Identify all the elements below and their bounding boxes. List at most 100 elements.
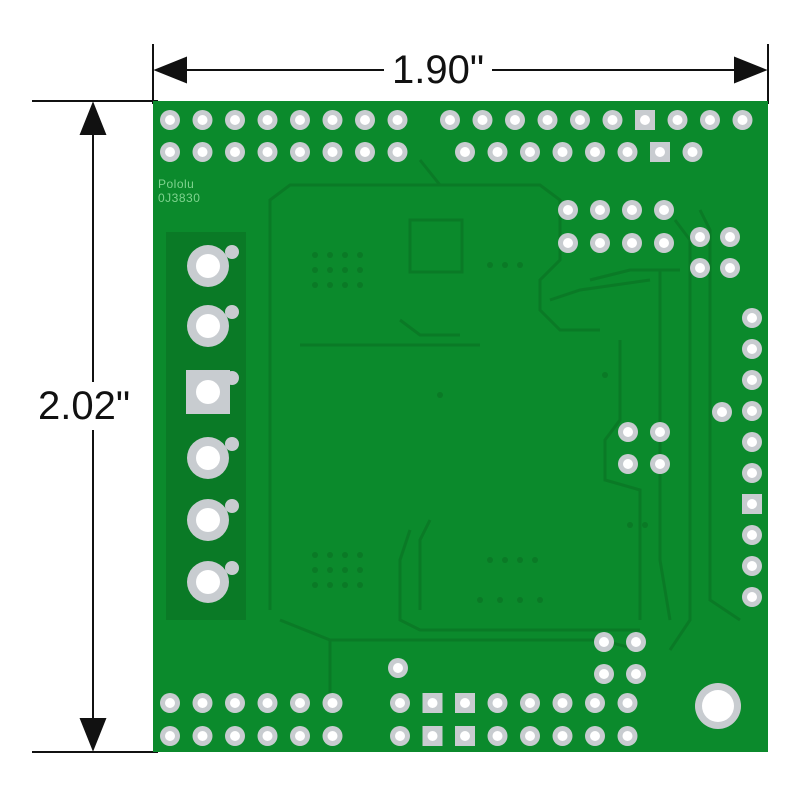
pad-hole [510, 115, 520, 125]
terminal-hole [196, 446, 220, 470]
terminal-hole [196, 380, 220, 404]
pad-hole [599, 669, 609, 679]
pcb-traces [268, 159, 741, 700]
terminal-via [225, 245, 239, 259]
pad-hole [655, 459, 665, 469]
pad-hole [230, 115, 240, 125]
pad-hole [747, 561, 757, 571]
pad-hole [631, 669, 641, 679]
pad-hole [327, 147, 338, 157]
terminal-via [225, 437, 239, 451]
terminal-via [225, 499, 239, 513]
pad-hole [165, 115, 175, 125]
vias [312, 252, 648, 603]
pad-hole [747, 499, 757, 509]
pad-hole [623, 459, 633, 469]
pad-hole [575, 115, 585, 125]
pad-hole [705, 115, 715, 125]
pad-hole [492, 147, 503, 157]
height-dimension-label: 2.02" [38, 382, 131, 430]
pad-hole [640, 115, 650, 125]
pad-hole [563, 238, 573, 248]
pad-hole [492, 731, 503, 741]
terminal-via [225, 305, 239, 319]
pad-hole [747, 468, 757, 478]
pad-hole [622, 147, 633, 157]
terminal-hole [196, 570, 220, 594]
pad-hole [262, 115, 273, 125]
pad-hole [623, 427, 633, 437]
pad-hole [360, 115, 370, 125]
pad-hole [627, 205, 637, 215]
pad-hole [392, 115, 403, 125]
pad-hole [687, 147, 698, 157]
mounting-hole [702, 690, 734, 722]
pad-hole [295, 147, 305, 157]
pad-hole [622, 698, 633, 708]
pad-hole [295, 698, 305, 708]
pad-hole [327, 115, 338, 125]
terminal-hole [196, 254, 220, 278]
pad-hole [460, 147, 470, 157]
pad-hole [525, 698, 535, 708]
pad-hole [295, 731, 305, 741]
pad-hole [747, 592, 757, 602]
pad-hole [747, 375, 757, 385]
pad-hole [165, 731, 175, 741]
terminal-block-area [166, 232, 246, 620]
pad-hole [747, 530, 757, 540]
pad-hole [427, 731, 438, 741]
silkscreen-code: 0J3830 [158, 191, 201, 205]
pad-hole [197, 731, 208, 741]
pad-hole [631, 637, 641, 647]
height-arrow-top [79, 101, 107, 135]
pad-hole [492, 698, 503, 708]
pad-hole [395, 698, 405, 708]
dimension-lines [32, 44, 769, 753]
pad-hole [595, 238, 605, 248]
pad-hole [262, 147, 273, 157]
silkscreen-brand: Pololu [158, 177, 195, 191]
pad-hole [557, 147, 568, 157]
width-dimension-label: 1.90" [384, 50, 493, 90]
pad-hole [599, 637, 609, 647]
terminal-hole [196, 508, 220, 532]
terminal-hole [196, 314, 220, 338]
pad-hole [230, 731, 240, 741]
chip-footprint [408, 218, 464, 274]
pad-hole [590, 731, 600, 741]
pad-hole [327, 731, 338, 741]
pad-hole [165, 698, 175, 708]
pad-hole [590, 147, 600, 157]
header-pads [160, 110, 762, 746]
pad-hole [525, 147, 535, 157]
pad-hole [563, 205, 573, 215]
pad-hole [542, 115, 553, 125]
terminal-via [225, 561, 239, 575]
pad-hole [607, 115, 618, 125]
pad-hole [557, 731, 568, 741]
pad-hole [557, 698, 568, 708]
pad-hole [445, 115, 455, 125]
pad-hole [392, 147, 403, 157]
pad-hole [262, 698, 273, 708]
pad-hole [327, 698, 338, 708]
height-arrow-bottom [79, 718, 107, 752]
pad-hole [197, 147, 208, 157]
pad-hole [197, 115, 208, 125]
pad-hole [695, 263, 705, 273]
pad-hole [165, 147, 175, 157]
pad-hole [725, 263, 735, 273]
pad-hole [725, 232, 735, 242]
pad-hole [460, 731, 470, 741]
pad-hole [262, 731, 273, 741]
pad-hole [672, 115, 683, 125]
pad-hole [595, 205, 605, 215]
pad-hole [590, 698, 600, 708]
pad-hole [230, 698, 240, 708]
pad-hole [460, 698, 470, 708]
pad-hole [627, 238, 637, 248]
pad-hole [695, 232, 705, 242]
pad-hole [655, 427, 665, 437]
pad-hole [659, 205, 669, 215]
